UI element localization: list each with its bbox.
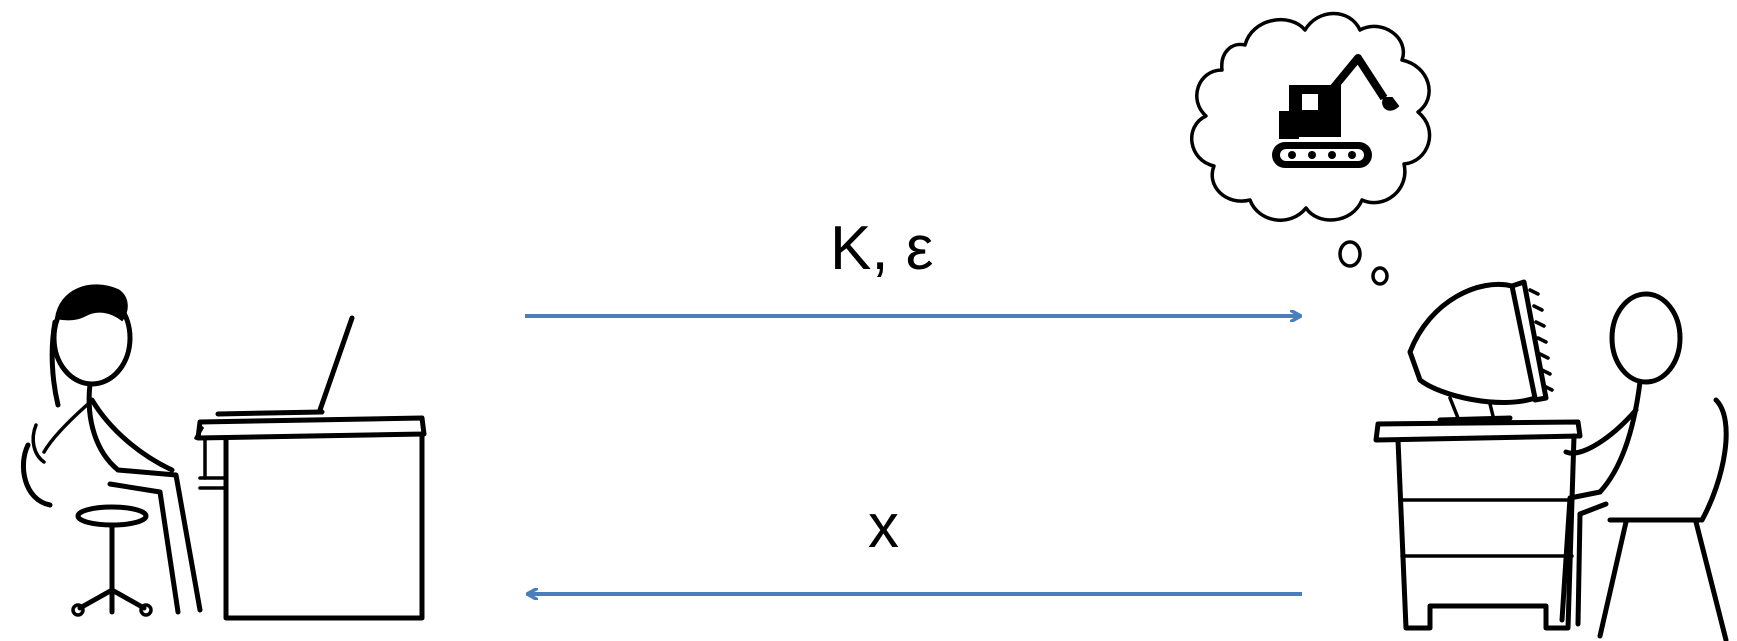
thought-bubble-icon — [1190, 11, 1432, 286]
left-person-icon — [20, 284, 203, 617]
message-label-x: x — [868, 492, 899, 561]
left-laptop-desk-icon — [194, 315, 427, 621]
excavator-icon — [1272, 54, 1400, 168]
right-person-icon — [1559, 291, 1729, 641]
message-label-k-epsilon: K, ε — [830, 214, 934, 283]
right-computer-desk-icon — [1373, 279, 1583, 631]
